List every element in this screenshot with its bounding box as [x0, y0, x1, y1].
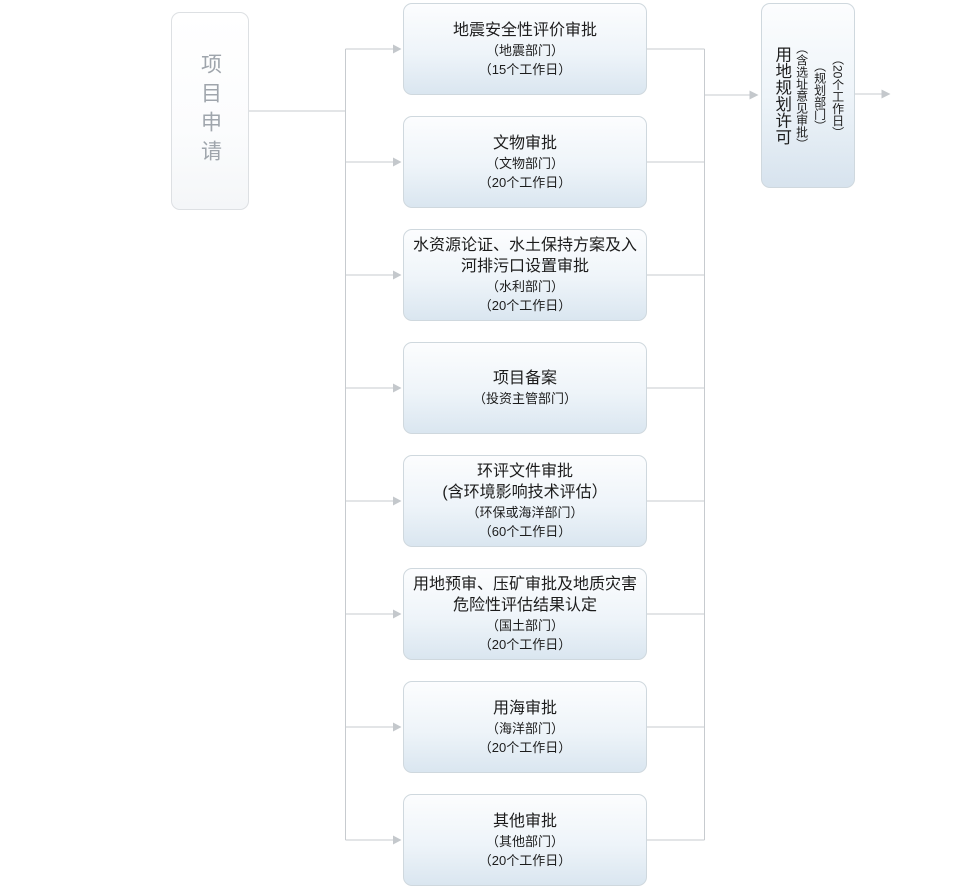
approval-box-land-pre-review: 用地预审、压矿审批及地质灾害危险性评估结果认定 （国土部门） （20个工作日）: [403, 568, 647, 660]
approval-box-water-resources: 水资源论证、水土保持方案及入河排污口设置审批 （水利部门） （20个工作日）: [403, 229, 647, 321]
approval-duration: （20个工作日）: [478, 739, 572, 755]
approval-dept: （环保或海洋部门）: [466, 505, 584, 520]
approval-title: 项目备案: [492, 370, 557, 387]
approval-subtitle: (含环境影响技术评估）: [442, 484, 608, 501]
approval-dept: （文物部门）: [485, 155, 564, 171]
approval-box-other: 其他审批 （其他部门） （20个工作日）: [403, 794, 647, 886]
approval-duration: （60个工作日）: [478, 524, 572, 539]
result-note: （含选址意见审批）: [794, 41, 809, 150]
approval-box-seismic: 地震安全性评价审批 （地震部门） （15个工作日）: [403, 3, 647, 95]
approval-dept: （水利部门）: [485, 279, 564, 294]
approval-title: 用海审批: [492, 699, 557, 717]
approval-duration: （20个工作日）: [478, 637, 572, 652]
approval-dept: （海洋部门）: [485, 720, 564, 736]
approval-box-heritage: 文物审批 （文物部门） （20个工作日）: [403, 116, 647, 208]
approval-dept: （国土部门）: [485, 618, 564, 633]
result-title: 用地规划许可: [772, 46, 791, 145]
approval-title: 其他审批: [492, 812, 557, 830]
approval-duration: （15个工作日）: [478, 61, 572, 77]
approval-title: 环评文件审批: [476, 463, 573, 480]
approval-dept: （地震部门）: [485, 42, 564, 58]
approval-dept: （其他部门）: [485, 833, 564, 849]
source-label: 项目申请: [198, 53, 222, 169]
approval-duration: （20个工作日）: [478, 298, 572, 313]
approval-box-project-filing: 项目备案 （投资主管部门）: [403, 342, 647, 434]
result-duration: （20个工作日）: [830, 52, 845, 139]
approval-title: 用地预审、压矿审批及地质灾害危险性评估结果认定: [412, 576, 637, 614]
source-box-project-application: 项目申请: [171, 12, 249, 210]
approval-title: 文物审批: [492, 134, 557, 152]
result-dept: （规划部门）: [812, 59, 827, 132]
approval-duration: （20个工作日）: [478, 852, 572, 868]
approval-duration: （20个工作日）: [478, 174, 572, 190]
approval-box-sea-use: 用海审批 （海洋部门） （20个工作日）: [403, 681, 647, 773]
approval-box-environmental-impact: 环评文件审批 (含环境影响技术评估） （环保或海洋部门） （60个工作日）: [403, 455, 647, 547]
approval-title: 地震安全性评价审批: [452, 21, 597, 39]
approval-dept: （投资主管部门）: [472, 391, 577, 406]
approval-title: 水资源论证、水土保持方案及入河排污口设置审批: [412, 237, 637, 275]
result-box-land-planning-permit: 用地规划许可 （含选址意见审批） （规划部门） （20个工作日）: [761, 3, 855, 188]
